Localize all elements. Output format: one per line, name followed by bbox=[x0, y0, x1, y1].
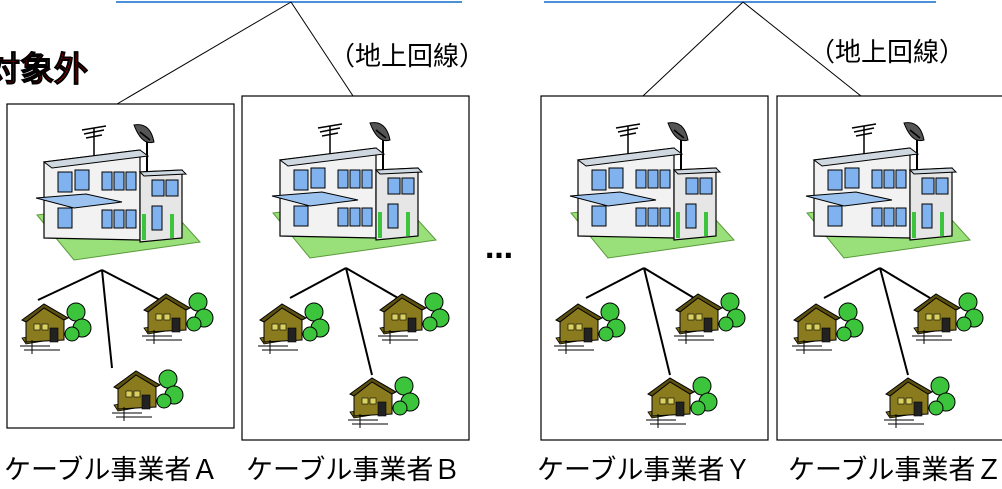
provider-box-a bbox=[6, 103, 235, 429]
ellipsis-text: … bbox=[485, 232, 514, 265]
provider-box-z bbox=[776, 95, 1002, 441]
link-line bbox=[742, 1, 877, 109]
provider-box-b bbox=[241, 95, 470, 441]
link-line bbox=[290, 1, 358, 103]
link-line bbox=[116, 1, 292, 105]
out-of-scope-label: 対象外 bbox=[0, 50, 89, 91]
link-line bbox=[627, 1, 744, 111]
ground-line-label-right: （地上回線） bbox=[809, 38, 966, 68]
provider-label-b: ケーブル事業者Ｂ bbox=[246, 455, 461, 486]
ground-line-label-left: （地上回線） bbox=[329, 42, 486, 72]
provider-box-y bbox=[540, 95, 769, 441]
provider-label-z: ケーブル事業者Ｚ bbox=[788, 455, 1002, 486]
provider-label-a: ケーブル事業者Ａ bbox=[4, 455, 219, 486]
provider-label-y: ケーブル事業者Ｙ bbox=[537, 455, 752, 486]
